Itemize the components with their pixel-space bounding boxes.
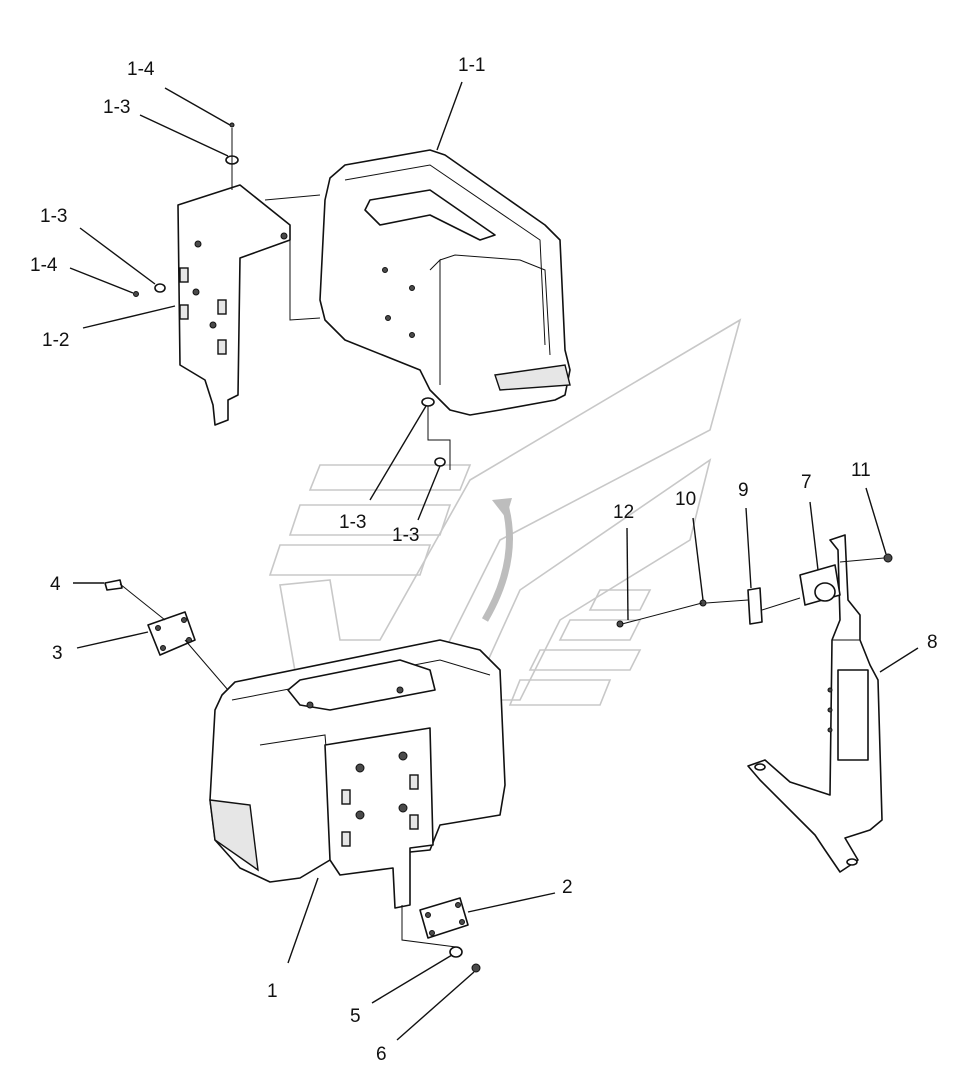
leader-1-1 <box>436 81 463 151</box>
leader-1-4-top <box>164 87 231 126</box>
watermark-logo <box>268 318 742 706</box>
leader-2 <box>467 892 556 913</box>
leader-9 <box>745 507 752 589</box>
callout-1-3-mid-b: 1-3 <box>392 525 419 546</box>
leader-1-2 <box>82 305 176 329</box>
leader-1-3-top <box>139 114 229 157</box>
callout-10: 10 <box>675 489 696 510</box>
cover-part-1-1 <box>319 149 571 416</box>
leader-3 <box>76 631 149 649</box>
callout-6: 6 <box>376 1044 387 1065</box>
leader-6 <box>396 971 475 1041</box>
callout-5: 5 <box>350 1006 361 1027</box>
callout-2: 2 <box>562 877 573 898</box>
callout-3: 3 <box>52 643 63 664</box>
leader-7 <box>809 501 819 571</box>
callout-labels: 1-4 1-3 1-1 1-3 1-4 1-2 1-3 1-3 4 3 12 1… <box>30 55 938 1065</box>
leader-lines <box>69 81 919 1041</box>
callout-1: 1 <box>267 981 278 1002</box>
leader-1-3-mid-a <box>369 405 427 501</box>
mount-bracket-assembly <box>616 534 893 873</box>
cover-part-1 <box>209 639 506 909</box>
callout-12: 12 <box>613 502 634 523</box>
leader-10 <box>692 517 704 601</box>
callout-1-3-mid-a: 1-3 <box>339 512 366 533</box>
bracket-part-1-2 <box>177 184 321 426</box>
leader-5 <box>371 954 453 1004</box>
callout-1-3-top: 1-3 <box>103 97 130 118</box>
leader-1-4-left <box>69 267 134 294</box>
leader-1-3-left <box>79 227 156 285</box>
callout-8: 8 <box>927 632 938 653</box>
callout-4: 4 <box>50 574 61 595</box>
upper-fasteners <box>133 122 451 470</box>
callout-1-1: 1-1 <box>458 55 485 76</box>
callout-1-3-left: 1-3 <box>40 206 67 227</box>
leader-12 <box>626 527 629 621</box>
leader-8 <box>879 647 919 673</box>
callout-7: 7 <box>801 472 812 493</box>
leader-11 <box>865 487 887 555</box>
callout-1-4-top: 1-4 <box>127 59 155 80</box>
callout-11: 11 <box>851 460 871 481</box>
lower-hardware <box>104 579 481 973</box>
callout-1-4-left: 1-4 <box>30 255 58 276</box>
callout-1-2: 1-2 <box>42 330 69 351</box>
callout-9: 9 <box>738 480 749 501</box>
leader-1-3-mid-b <box>417 465 441 521</box>
leader-1 <box>287 877 319 964</box>
